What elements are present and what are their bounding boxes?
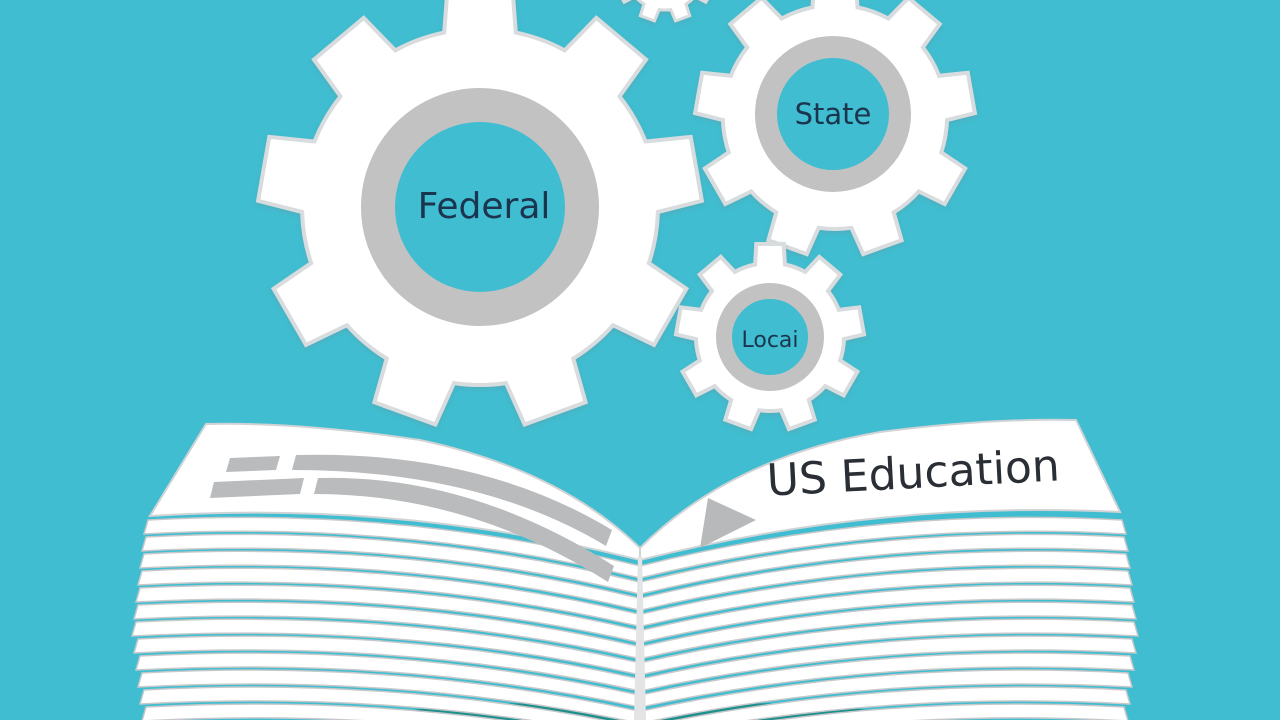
book-left-text-lines bbox=[210, 454, 614, 582]
book-left-pages bbox=[130, 516, 641, 720]
local-gear-icon: Locai bbox=[673, 242, 867, 432]
book-page-edge bbox=[136, 669, 641, 720]
book-page-edge bbox=[141, 703, 508, 720]
state-gear-icon: State bbox=[692, 0, 978, 257]
book-page-edge bbox=[639, 601, 1138, 660]
federal-gear-label: Federal bbox=[418, 186, 551, 227]
open-book: US Education bbox=[130, 418, 1140, 720]
book-page-edge bbox=[639, 533, 1130, 596]
book-page-edge bbox=[639, 567, 1134, 628]
book-page-edge bbox=[639, 635, 1138, 692]
state-gear-ring bbox=[755, 36, 911, 192]
book-page-edge bbox=[639, 618, 1140, 676]
federal-gear-icon: Federal bbox=[255, 0, 705, 428]
book-page-edge bbox=[138, 686, 607, 720]
book-spine bbox=[634, 556, 646, 720]
book-page-edge bbox=[639, 516, 1128, 579]
local-gear-ring bbox=[716, 283, 824, 391]
top-gear-icon bbox=[621, 0, 709, 23]
book-page-edge bbox=[639, 652, 1136, 709]
book-page-edge bbox=[639, 584, 1136, 644]
state-gear-label: State bbox=[795, 97, 872, 131]
book-right-top-page bbox=[639, 418, 1122, 562]
book-page-edge bbox=[673, 686, 1132, 720]
book-page-edge bbox=[771, 703, 1129, 720]
book-page-edge bbox=[639, 550, 1132, 612]
play-arrow-icon bbox=[700, 498, 756, 548]
book-right-pages bbox=[639, 516, 1140, 720]
local-gear-label: Locai bbox=[741, 328, 798, 353]
book-page-edge bbox=[639, 669, 1134, 720]
federal-gear-ring bbox=[361, 88, 599, 326]
